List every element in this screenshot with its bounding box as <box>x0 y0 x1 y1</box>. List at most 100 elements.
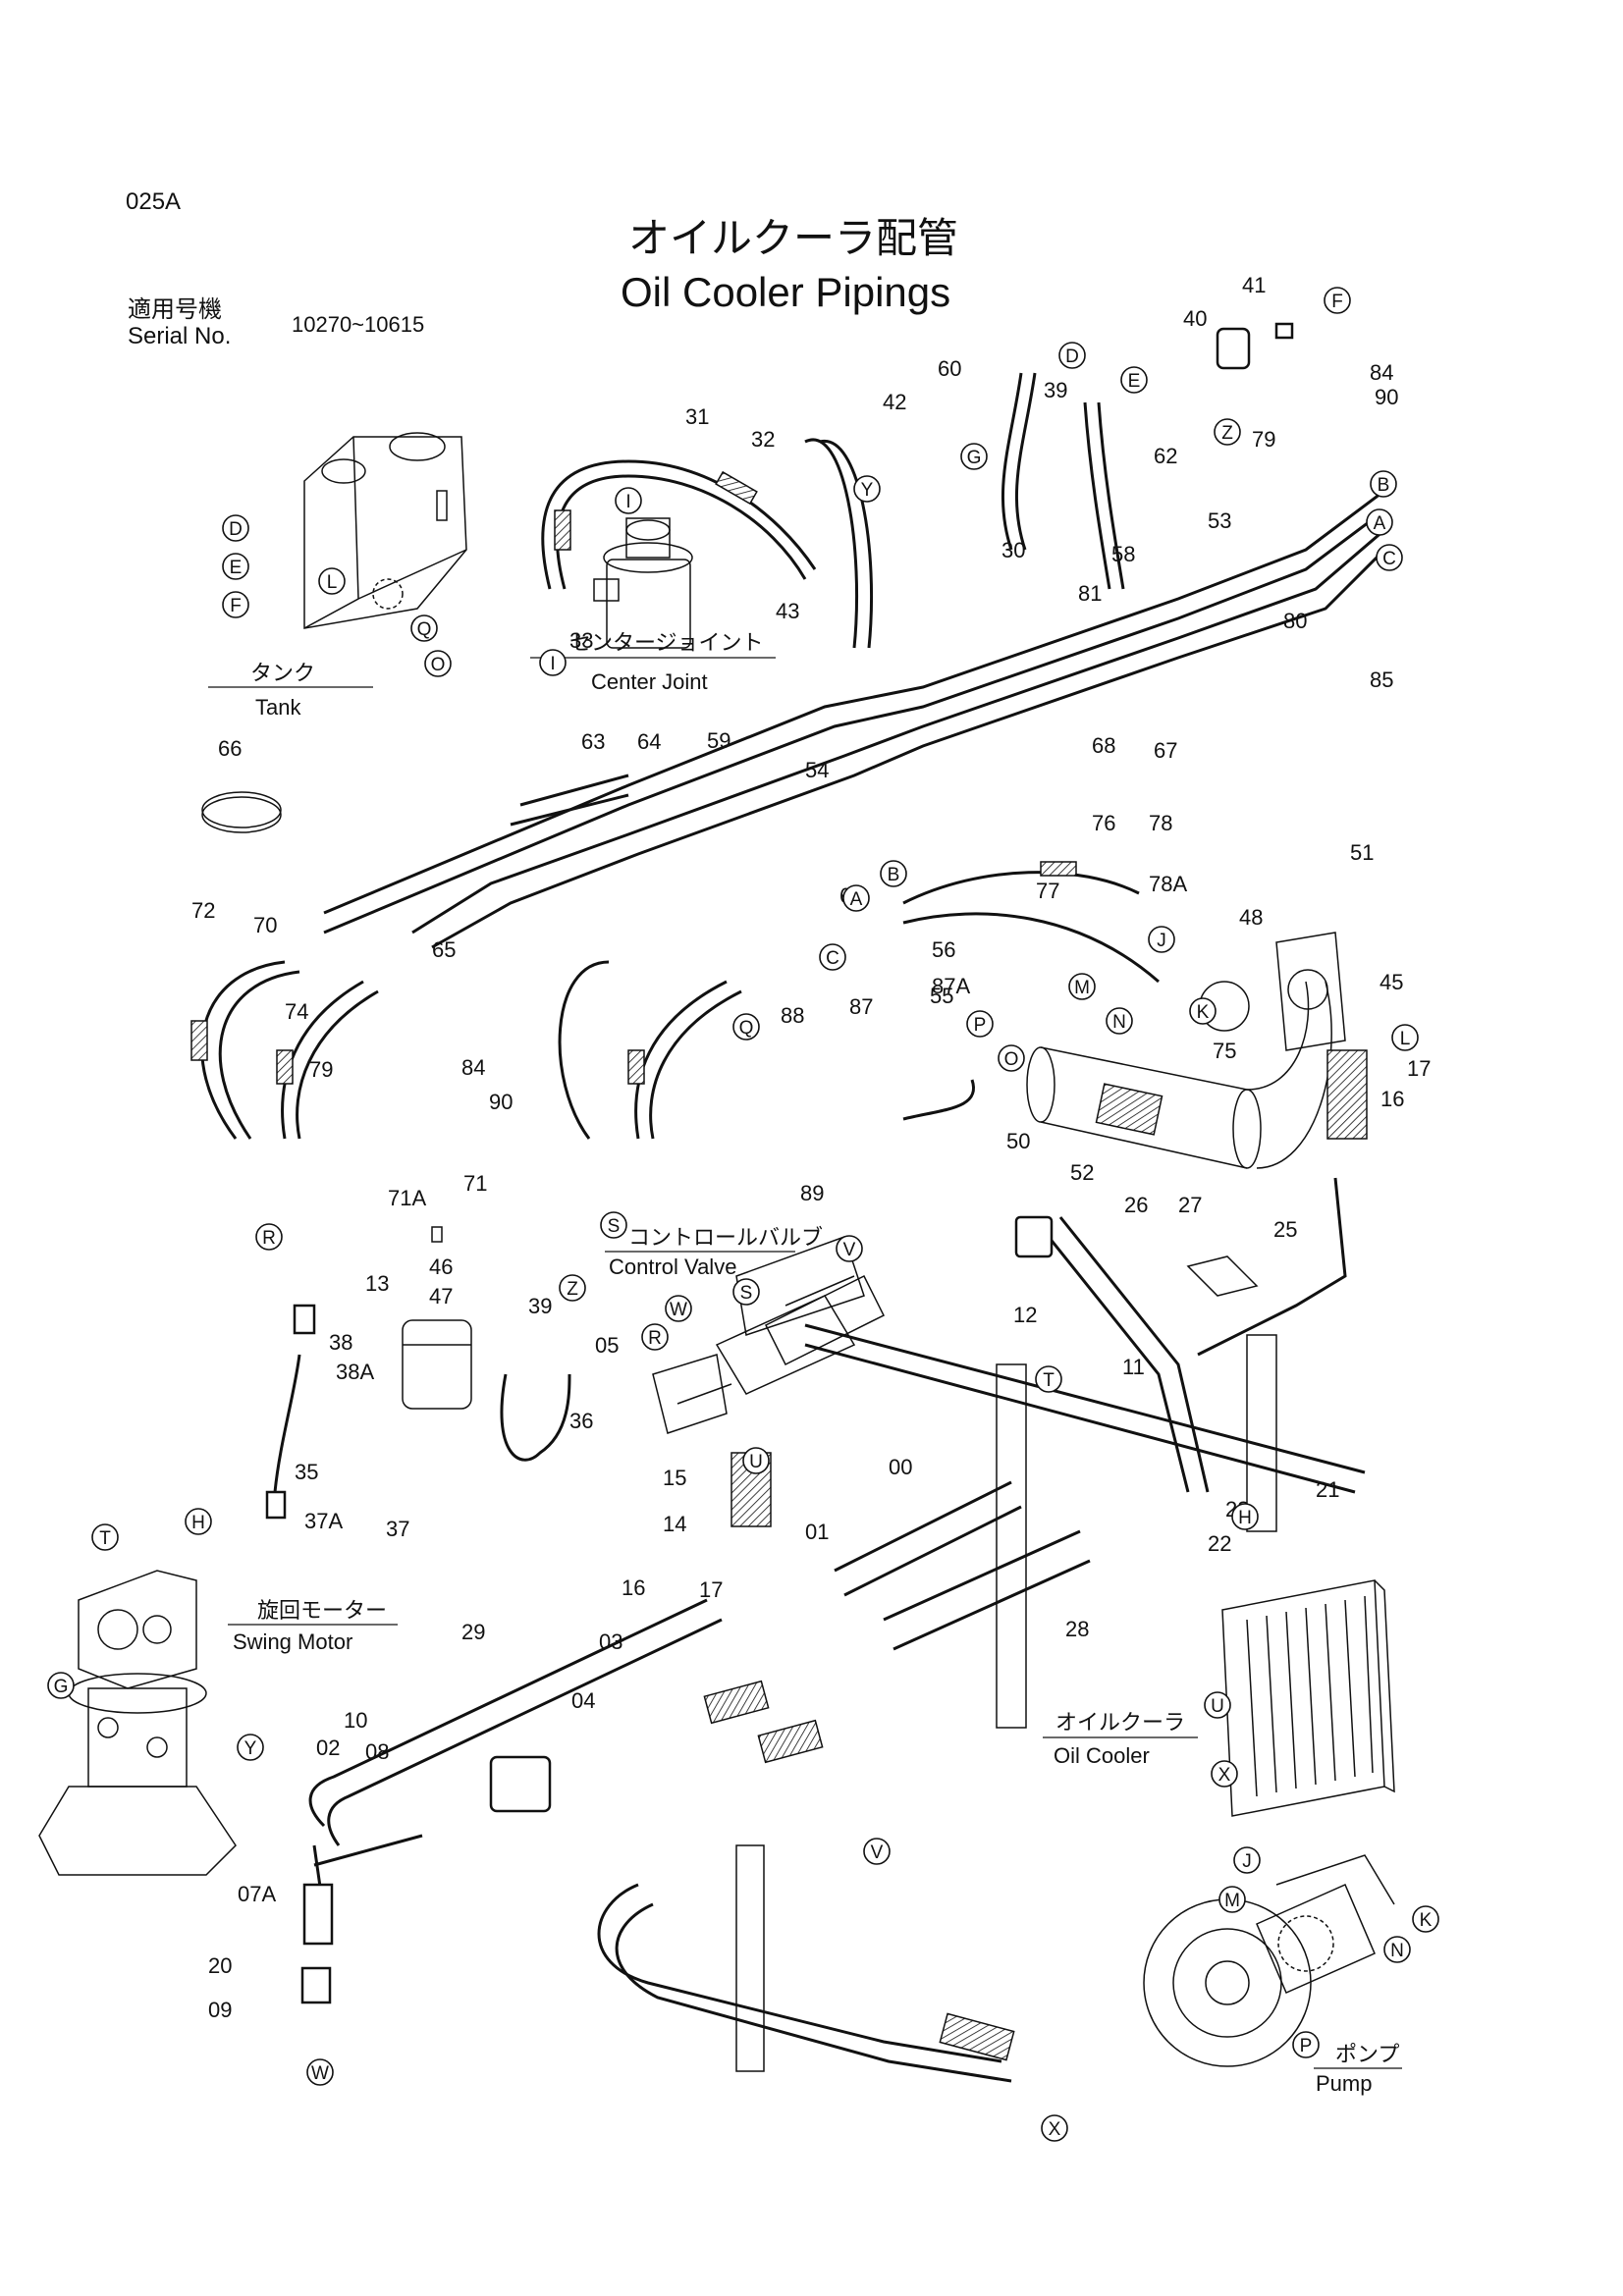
part-number-58: 58 <box>1111 542 1135 566</box>
svg-text:V: V <box>843 1240 856 1260</box>
serial-range: 10270~10615 <box>292 312 424 337</box>
ref-h-2: H <box>185 1508 212 1535</box>
part-number-32: 32 <box>751 427 775 452</box>
swing-motor-label-en: Swing Motor <box>233 1629 352 1654</box>
part-number-88: 88 <box>781 1003 804 1028</box>
ref-r-2: R <box>641 1323 669 1351</box>
part-number-04: 04 <box>571 1688 595 1713</box>
ref-p-1: P <box>966 1010 994 1038</box>
part-number-30: 30 <box>1001 538 1025 562</box>
svg-text:U: U <box>1211 1696 1224 1717</box>
part-number-21: 21 <box>1316 1477 1339 1502</box>
serial-label-jp: 適用号機 <box>128 296 222 323</box>
ref-u-2: U <box>1204 1691 1231 1719</box>
svg-text:G: G <box>967 448 982 468</box>
part-number-15: 15 <box>663 1466 686 1490</box>
part-number-74: 74 <box>285 999 308 1024</box>
ref-i-1: I <box>615 487 642 514</box>
svg-text:T: T <box>1043 1370 1055 1391</box>
ref-y-2: Y <box>853 475 881 503</box>
part-number-42: 42 <box>883 390 906 414</box>
svg-text:K: K <box>1197 1002 1210 1023</box>
svg-text:D: D <box>1065 347 1079 367</box>
svg-text:O: O <box>431 655 446 675</box>
svg-text:G: G <box>54 1677 69 1697</box>
part-number-64: 64 <box>637 729 661 754</box>
part-number-13: 13 <box>365 1271 389 1296</box>
part-number-20: 20 <box>208 1953 232 1978</box>
part-number-81: 81 <box>1078 581 1102 606</box>
ref-r-1: R <box>255 1223 283 1251</box>
part-number-07a: 07A <box>238 1882 276 1906</box>
ref-w-1: W <box>306 2058 334 2086</box>
part-number-39: 39 <box>528 1294 552 1318</box>
part-number-17: 17 <box>699 1577 723 1602</box>
ref-x-2: X <box>1211 1760 1238 1788</box>
part-number-labels: 4140603962849079535881808531324230433359… <box>191 273 1431 2022</box>
svg-text:U: U <box>749 1452 763 1472</box>
part-number-89: 89 <box>800 1181 824 1205</box>
part-number-60: 60 <box>938 356 961 381</box>
ref-c-2: C <box>819 943 846 971</box>
svg-text:I: I <box>550 654 555 674</box>
part-number-36: 36 <box>569 1409 593 1433</box>
pump <box>1143 1854 1395 2067</box>
part-number-11: 11 <box>1122 1355 1145 1379</box>
svg-text:S: S <box>608 1216 621 1237</box>
tank-label-en: Tank <box>255 695 301 720</box>
svg-text:L: L <box>1400 1029 1411 1049</box>
part-number-75: 75 <box>1213 1039 1236 1063</box>
part-number-16: 16 <box>1380 1087 1404 1111</box>
part-number-26: 26 <box>1124 1193 1148 1217</box>
ref-s-2: S <box>732 1278 760 1306</box>
tank-label-jp: タンク <box>250 661 315 685</box>
part-number-79: 79 <box>309 1057 333 1082</box>
ref-t-1: T <box>1035 1365 1062 1393</box>
center-joint <box>593 517 693 649</box>
ref-q-1: Q <box>732 1013 760 1041</box>
part-number-01: 01 <box>805 1520 829 1544</box>
ref-o-1: O <box>998 1044 1025 1072</box>
svg-text:Q: Q <box>739 1018 754 1039</box>
part-number-22: 22 <box>1208 1531 1231 1556</box>
ref-l-2: L <box>318 567 346 595</box>
ref-n-2: N <box>1383 1936 1411 1963</box>
part-number-90: 90 <box>1375 385 1398 409</box>
ref-z-2: Z <box>1214 418 1241 446</box>
part-number-56: 56 <box>932 937 955 962</box>
ref-v-2: V <box>836 1235 863 1262</box>
tank <box>303 432 467 629</box>
svg-text:Z: Z <box>567 1279 578 1300</box>
svg-text:C: C <box>1382 549 1396 569</box>
part-number-67: 67 <box>1154 738 1177 763</box>
svg-text:E: E <box>230 558 243 578</box>
control-valve-label-en: Control Valve <box>609 1255 736 1279</box>
svg-text:V: V <box>871 1842 884 1863</box>
part-number-05: 05 <box>595 1333 619 1358</box>
title-japanese: オイルクーラ配管 <box>628 215 958 261</box>
svg-text:A: A <box>850 889 863 910</box>
part-number-47: 47 <box>429 1284 453 1308</box>
ref-n-1: N <box>1106 1007 1133 1035</box>
swing-motor-label-jp: 旋回モーター <box>257 1598 387 1623</box>
part-number-78a: 78A <box>1149 872 1187 896</box>
ref-a-2: A <box>842 884 870 912</box>
part-number-33: 33 <box>569 628 593 653</box>
part-number-70: 70 <box>253 913 277 937</box>
svg-text:A: A <box>1374 513 1386 534</box>
svg-text:T: T <box>99 1528 111 1549</box>
ref-f-2: F <box>222 591 249 618</box>
part-number-38a: 38A <box>336 1360 374 1384</box>
ref-u-1: U <box>742 1447 770 1474</box>
ref-w-2: W <box>665 1295 692 1322</box>
part-number-25: 25 <box>1273 1217 1297 1242</box>
ref-d-1: D <box>1058 342 1086 369</box>
part-number-38: 38 <box>329 1330 352 1355</box>
part-number-84: 84 <box>461 1055 485 1080</box>
part-number-10: 10 <box>344 1708 367 1733</box>
part-number-12: 12 <box>1013 1303 1037 1327</box>
oil-cooler-label-jp: オイルクーラ <box>1055 1710 1185 1735</box>
svg-text:P: P <box>974 1015 987 1036</box>
part-number-68: 68 <box>1092 733 1115 758</box>
part-number-37: 37 <box>386 1517 409 1541</box>
